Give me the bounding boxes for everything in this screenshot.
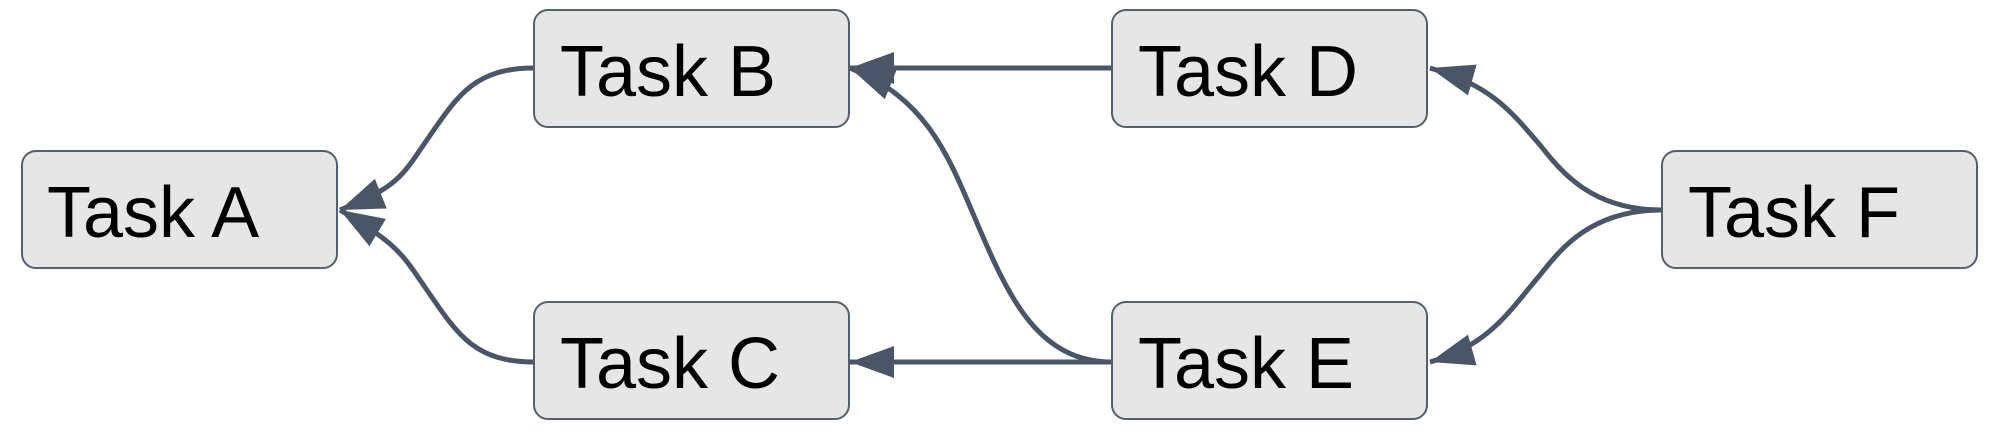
node-task-e[interactable]: Task E — [1111, 301, 1428, 420]
node-task-c[interactable]: Task C — [533, 301, 850, 420]
edge-b-to-a — [339, 65, 535, 213]
node-task-a[interactable]: Task A — [21, 150, 338, 269]
node-task-b[interactable]: Task B — [533, 9, 850, 128]
node-box — [533, 301, 850, 420]
node-task-f[interactable]: Task F — [1661, 150, 1978, 269]
node-box — [21, 150, 338, 269]
node-box — [533, 9, 850, 128]
edge-f-to-e — [1429, 207, 1663, 366]
node-box — [1111, 9, 1428, 128]
node-task-d[interactable]: Task D — [1111, 9, 1428, 128]
edge-f-to-d — [1429, 64, 1663, 213]
node-box — [1661, 150, 1978, 269]
edge-c-to-a — [338, 207, 535, 365]
edge-e-to-b — [849, 65, 1113, 365]
node-box — [1111, 301, 1428, 420]
node-label: Task B — [560, 32, 776, 112]
node-label: Task E — [1138, 324, 1354, 404]
edges-layer — [338, 52, 1663, 378]
nodes-layer: Task A Task B Task C Task D Task E Task … — [21, 9, 1978, 420]
node-label: Task D — [1138, 32, 1358, 112]
node-label: Task A — [47, 173, 259, 253]
node-label: Task C — [560, 324, 780, 404]
node-label: Task F — [1688, 173, 1900, 253]
